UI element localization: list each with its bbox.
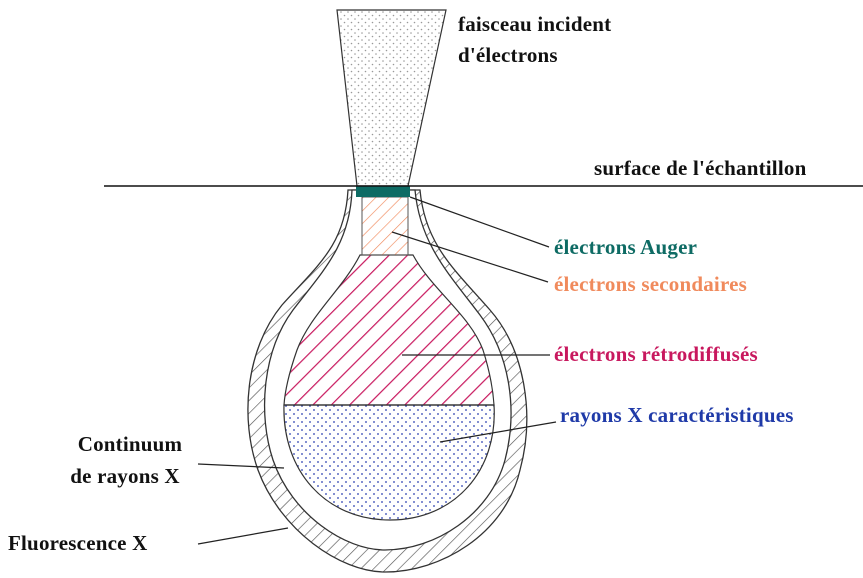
continuum-label-line1: Continuum [50, 432, 210, 457]
secondary-label: électrons secondaires [554, 272, 747, 297]
auger-zone [356, 186, 410, 197]
secondary-zone [362, 197, 408, 255]
auger-label: électrons Auger [554, 235, 697, 260]
xray-char-label: rayons X caractéristiques [560, 403, 794, 428]
incident-beam [337, 10, 446, 186]
fluorescence-label: Fluorescence X [8, 531, 147, 556]
fluorescence-leader-line [198, 528, 288, 544]
continuum-label-line2: de rayons X [40, 464, 210, 489]
surface-label: surface de l'échantillon [594, 156, 806, 181]
beam-label-line1: faisceau incident [458, 12, 611, 37]
beam-label-line2: d'électrons [458, 43, 558, 68]
backscattered-label: électrons rétrodiffusés [554, 342, 758, 367]
